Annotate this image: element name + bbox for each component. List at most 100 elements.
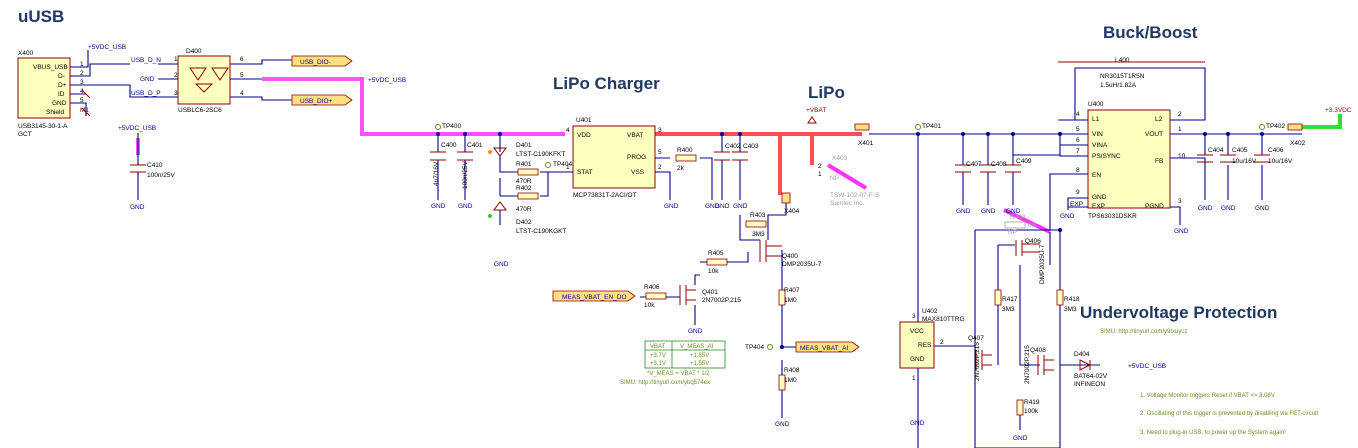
q401-symbol	[679, 285, 696, 305]
tp403-circle	[545, 162, 551, 168]
c407-ref: C407	[966, 161, 982, 168]
usb-connector-ref: X400	[18, 50, 34, 57]
table-r1c1: +3.7V	[650, 353, 666, 359]
charger-pn5: 5	[658, 149, 662, 156]
gnd-c409: GND	[1006, 208, 1021, 215]
gnd-c406: GND	[1255, 205, 1270, 212]
x401-label: X401	[858, 140, 874, 147]
gnd-prog: GND	[705, 203, 720, 210]
gnd-sup: GND	[910, 420, 925, 427]
gnd-c405: GND	[1221, 205, 1236, 212]
note-2: 2. Oscillating of this trigger is preven…	[1140, 411, 1318, 417]
r403-ref: R403	[750, 212, 766, 219]
uvp-simu: SIMU: http://tinyurl.com/y9txuycz	[1100, 329, 1187, 335]
bb-pn8: 8	[1076, 167, 1080, 174]
title-usb: uUSB	[18, 7, 64, 26]
x402-label: X402	[1290, 140, 1306, 147]
vout-highlight	[1302, 114, 1342, 129]
bb-pn5: 5	[1076, 126, 1080, 133]
c404-ref: C404	[1208, 147, 1224, 154]
gnd-d402: GND	[494, 261, 509, 268]
bb-part: TPS63031DSKR	[1088, 213, 1137, 220]
esd-part: USBLC6-2SC6	[178, 107, 222, 114]
bb-pn4: 4	[1076, 111, 1080, 118]
bb-pin-exp: EXP	[1092, 203, 1105, 210]
tp404-label: TP404	[745, 344, 765, 351]
c403-ref: C403	[743, 143, 759, 150]
r405-ref: R405	[708, 250, 724, 257]
net-vbat: +VBAT	[806, 107, 826, 114]
gnd-r408: GND	[775, 421, 790, 428]
c406-val: 10u/16V	[1268, 158, 1293, 165]
usb-pin-id: ID	[58, 91, 65, 98]
c410-ref: C410	[147, 162, 163, 169]
r419-val: 100k	[1024, 408, 1039, 415]
esd-wires	[158, 59, 292, 101]
bb-caps	[955, 154, 1270, 173]
q400-ref: Q400	[782, 253, 798, 260]
r407-ref: R407	[784, 287, 800, 294]
table-r1c2: +1.85V	[690, 353, 709, 359]
gnd-exp: GND	[1060, 213, 1075, 220]
q406-symbol	[1015, 240, 1040, 256]
l400-ref: L400	[1115, 57, 1130, 64]
id-nc	[81, 89, 91, 99]
c405-val: 10u/16V	[1232, 158, 1257, 165]
r402-val: 470R	[516, 206, 532, 213]
q408-symbol	[1037, 355, 1054, 375]
sup-pin-vcc: VCC	[910, 328, 924, 335]
bb-pin-vout: VOUT	[1145, 131, 1163, 138]
tp400-label: TP400	[442, 123, 462, 130]
r419-body	[1016, 399, 1024, 416]
usb-connector	[17, 57, 71, 119]
charger-pin-vss: VSS	[631, 169, 645, 176]
c401-val: 100n/25V	[462, 161, 469, 189]
gnd-r419: GND	[1013, 435, 1028, 442]
usb-pn-3: 3	[80, 79, 84, 86]
x402-connector	[1287, 123, 1303, 131]
bb-pin-gnd: GND	[1092, 194, 1107, 201]
sup-pin-gnd: GND	[910, 356, 925, 363]
usb-pin-dp: D+	[58, 82, 67, 89]
esd-p5: 5	[240, 72, 244, 79]
net-usb-dn: USB_D_N	[131, 57, 161, 64]
q408-part: 2N7002P,215	[1024, 345, 1031, 384]
l400-part: NR3015T1R5N	[1100, 73, 1145, 80]
r403-body	[745, 220, 767, 228]
d401-part: LTST-C190KFKT	[516, 151, 565, 158]
d402-part: LTST-C190KGKT	[516, 228, 566, 235]
usb-pin-gnd: GND	[52, 100, 67, 107]
esd-p6: 6	[240, 56, 244, 63]
bb-pin-pgnd: PGND	[1145, 203, 1164, 210]
usb-pn-5: 5	[80, 97, 84, 104]
buckboost-ic	[1087, 109, 1171, 209]
bb-pn2: 2	[1178, 111, 1182, 118]
battery-pin2: 2	[818, 163, 822, 170]
r400-body	[675, 154, 697, 162]
q401-ref: Q401	[702, 289, 718, 296]
shield-nc	[81, 107, 91, 117]
supervisor-ic	[899, 321, 935, 369]
r404-ref: R404	[1010, 214, 1026, 221]
esd-p2: 2	[174, 72, 178, 79]
battery-part: TSW-102-07-F-S	[830, 192, 880, 199]
battery-ref: X403	[832, 155, 848, 162]
bb-pn6: 6	[1076, 137, 1080, 144]
q400-part: DMP2035U-7	[782, 261, 822, 268]
c409-ref: C409	[1016, 158, 1032, 165]
junction-dots	[436, 132, 1264, 349]
table-h-vbat: VBAT	[650, 344, 666, 350]
bb-pin-pssync: PS/SYNC	[1092, 153, 1121, 160]
gnd-charger: GND	[664, 203, 679, 210]
tp403-label: TP404	[553, 161, 573, 168]
net-usb-dio-n: USB_DIO-	[300, 59, 331, 66]
table-h-vmeas: V_MEAS_AI	[680, 344, 714, 350]
r417-body	[994, 289, 1002, 306]
led-green-dot	[488, 214, 492, 218]
usb-part-2: GCT	[18, 131, 32, 138]
bb-pn10: 10	[1178, 153, 1186, 160]
c401-ref: C401	[467, 142, 483, 149]
r418-body	[1056, 289, 1064, 306]
d401-ref: D401	[516, 142, 532, 149]
